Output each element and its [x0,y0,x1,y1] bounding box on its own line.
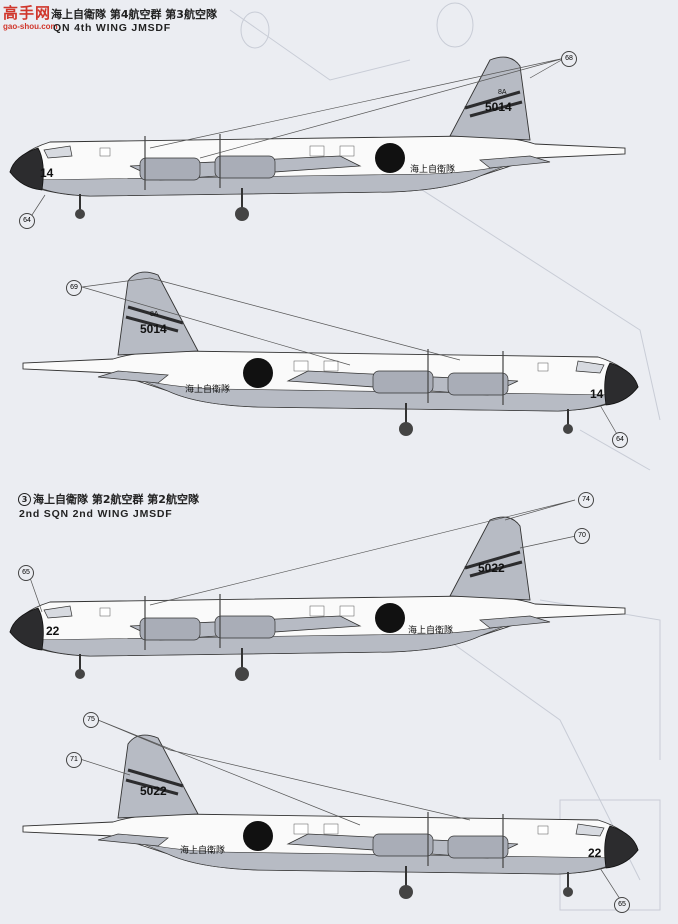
aircraft-4-left [8,55,627,223]
aircraft-4-left-nose-number: 14 [40,166,54,180]
aircraft-3-left [8,515,627,683]
aircraft-4-left-tail-code: 5014 [485,100,512,114]
logo-url: gao-shou.com [3,22,58,31]
callout-68: 68 [561,51,577,67]
aircraft-3-left-tail-code: 5022 [478,561,505,575]
callout-70: 70 [574,528,590,544]
section-3-header-en: 2nd SQN 2nd WING JMSDF [19,508,173,520]
logo-text: 高手网 [3,5,52,22]
section-4-header-en: QN 4th WING JMSDF [53,22,172,34]
aircraft-4-right-label: 海上自衛隊 [185,383,230,394]
section-3-header-jp-text: 海上自衛隊 第2航空群 第2航空隊 [33,493,199,506]
aircraft-4-left-label: 海上自衛隊 [410,163,455,174]
callout-64-b: 64 [612,432,628,448]
aircraft-3-right-tail-code: 5022 [140,784,167,798]
section-4-header-jp: 海上自衛隊 第4航空群 第3航空隊 [51,8,217,21]
aircraft-3-left-label: 海上自衛隊 [408,624,453,635]
callout-64-a: 64 [19,213,35,229]
aircraft-4-right-nose-number: 14 [590,387,604,401]
aircraft-3-right [21,733,640,901]
callout-69: 69 [66,280,82,296]
aircraft-4-left-tail-mark: 8A [498,89,507,96]
callout-74: 74 [578,492,594,508]
callout-71: 71 [66,752,82,768]
aircraft-4-right-tail-code: 5014 [140,322,167,336]
section-number-badge: 3 [18,493,31,506]
aircraft-3-left-nose-number: 22 [46,624,60,638]
aircraft-3-right-nose-number: 22 [588,846,602,860]
aircraft-4-right-tail-mark: 8A [150,311,159,318]
callout-65-a: 65 [18,565,34,581]
callout-65-b: 65 [614,897,630,913]
aircraft-3-right-label: 海上自衛隊 [180,844,225,855]
callout-75: 75 [83,712,99,728]
site-logo: 高手网 gao-shou.com [3,5,58,32]
